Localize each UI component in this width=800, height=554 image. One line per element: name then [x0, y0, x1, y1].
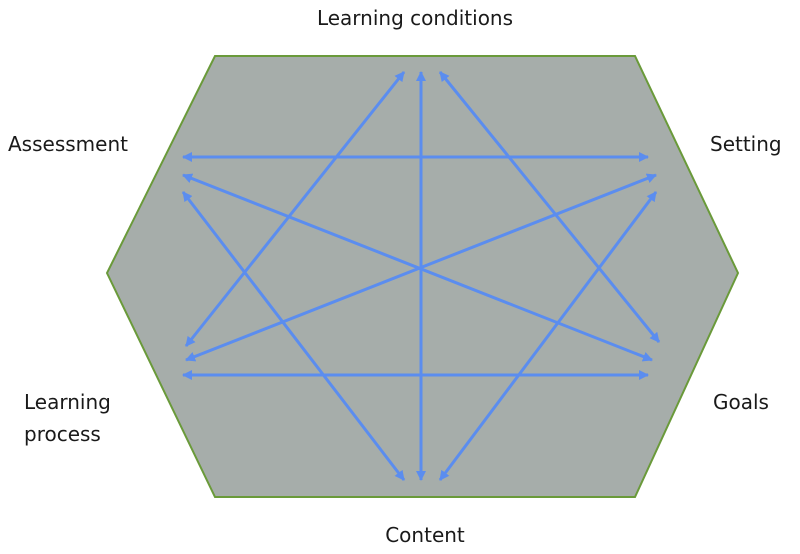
node-assessment: Assessment	[8, 132, 128, 156]
node-setting: Setting	[710, 132, 782, 156]
arrow-assessment-content	[181, 191, 406, 481]
node-learning-process: Learning process	[24, 386, 111, 450]
node-learning-process-line2: process	[24, 422, 101, 446]
node-learning-process-line1: Learning	[24, 390, 111, 414]
node-goals: Goals	[713, 390, 769, 414]
arrow-setting-content	[438, 191, 658, 481]
connection-arrows	[181, 71, 661, 481]
node-content: Content	[385, 523, 465, 547]
node-learning-conditions: Learning conditions	[316, 6, 514, 30]
